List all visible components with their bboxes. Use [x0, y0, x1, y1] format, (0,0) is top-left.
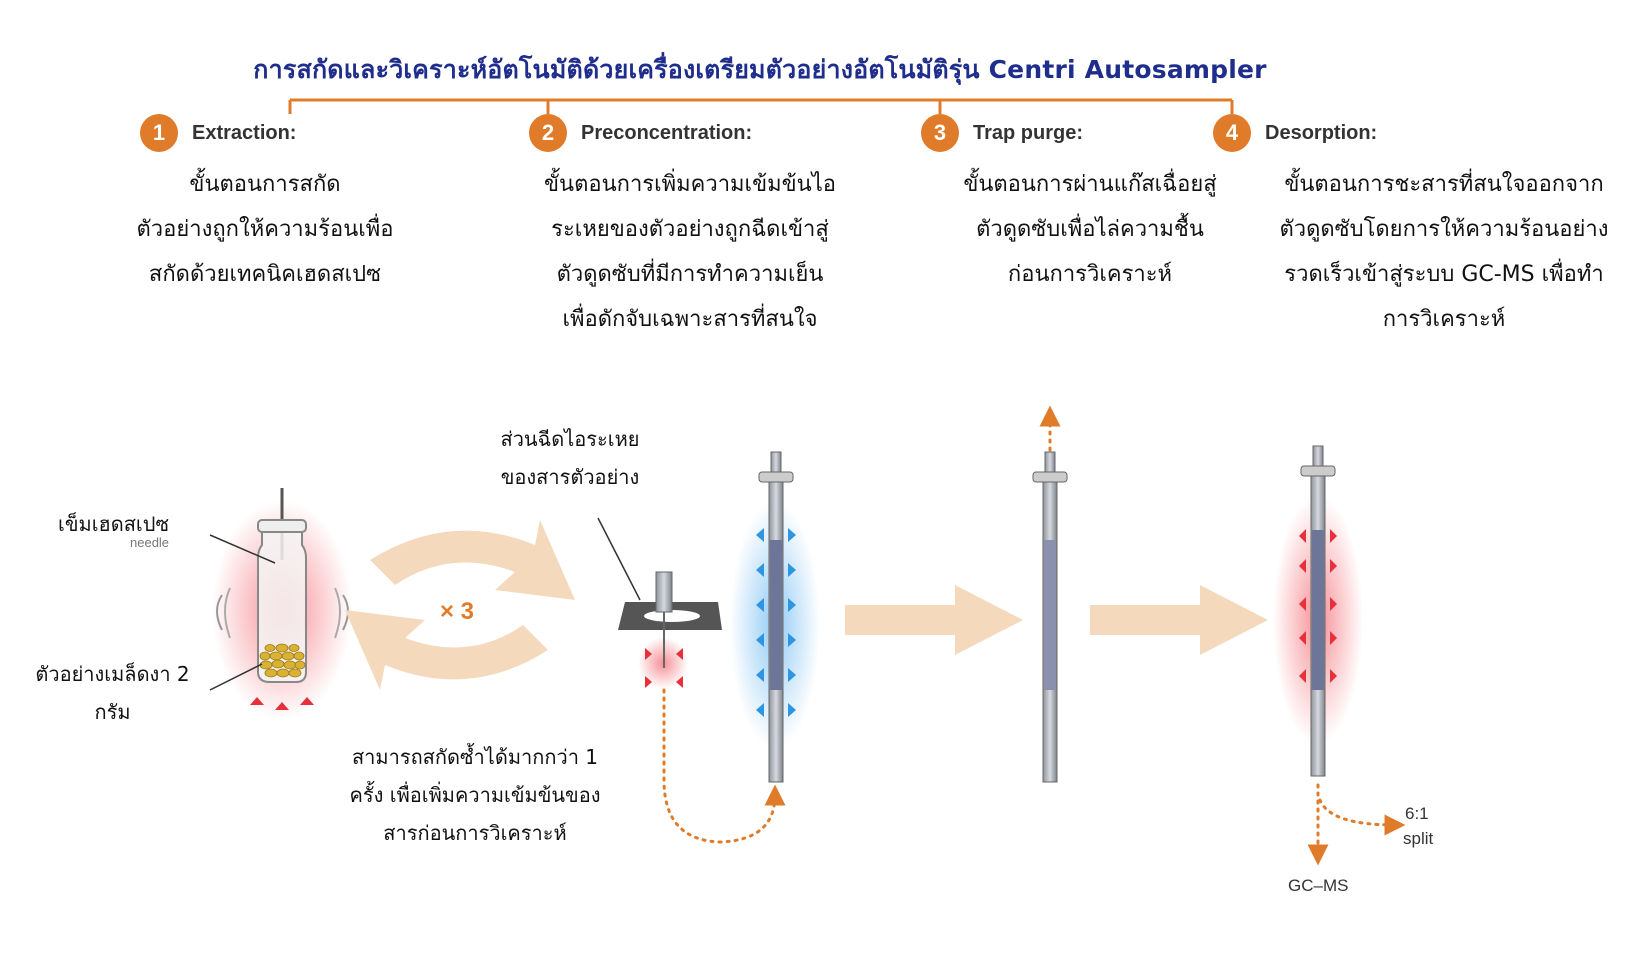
step-3-badge: 3: [921, 114, 959, 152]
step-4-description: ขั้นตอนการชะสารที่สนใจออกจาก ตัวดูดซับโด…: [1279, 172, 1609, 332]
sample-vial: [209, 488, 352, 720]
timeline-bracket: [288, 98, 1234, 114]
step-4-title: Desorption:: [1265, 121, 1378, 144]
diagram-title: การสกัดและวิเคราะห์อัตโนมัติด้วยเครื่องเ…: [253, 55, 1267, 84]
step-1-badge: 1: [140, 114, 178, 152]
step-1-header: 1 Extraction:: [140, 114, 296, 152]
step-2-header: 2 Preconcentration:: [529, 114, 752, 152]
gcms-label: GC–MS: [1288, 876, 1349, 895]
repeat-note: สามารถสกัดซ้ำได้มากกว่า 1 ครั้ง เพื่อเพิ…: [349, 745, 601, 845]
injection-port: [597, 517, 722, 689]
step-4-header: 4 Desorption:: [1213, 114, 1377, 152]
flow-arrow-3-4: [1090, 585, 1268, 655]
repeat-count: × 3: [440, 598, 475, 625]
step-4-badge: 4: [1213, 114, 1251, 152]
split-label: split: [1403, 829, 1434, 848]
split-ratio-label: 6:1: [1405, 804, 1429, 823]
repeat-cycle-arrows: [345, 520, 575, 690]
flow-arrow-2-3: [845, 585, 1023, 655]
sesame-seeds: [259, 643, 306, 678]
step-1-title: Extraction:: [192, 121, 297, 144]
needle-english-label: needle: [130, 535, 170, 550]
step-3-description: ขั้นตอนการผ่านแก๊สเฉื่อยสู่ ตัวดูดซับเพื…: [963, 172, 1217, 287]
step-2-badge: 2: [529, 114, 567, 152]
step-2-description: ขั้นตอนการเพิ่มความเข้มข้นไอ ระเหยของตัว…: [544, 172, 836, 332]
step-1-description: ขั้นตอนการสกัด ตัวอย่างถูกให้ความร้อนเพื…: [136, 172, 394, 287]
transfer-dotted-arrow: [662, 688, 786, 844]
heated-trap: [1273, 445, 1406, 866]
purge-trap: [1032, 405, 1068, 783]
cooled-trap: [730, 451, 820, 783]
step-3-header: 3 Trap purge:: [921, 114, 1083, 152]
needle-label: เข็มเฮดสเปซ: [58, 512, 170, 536]
step-3-title: Trap purge:: [973, 121, 1084, 144]
sample-label: ตัวอย่างเมล็ดงา 2 กรัม: [35, 662, 190, 724]
step-2-title: Preconcentration:: [581, 121, 753, 144]
inlet-label: ส่วนฉีดไอระเหย ของสารตัวอย่าง: [500, 427, 640, 489]
